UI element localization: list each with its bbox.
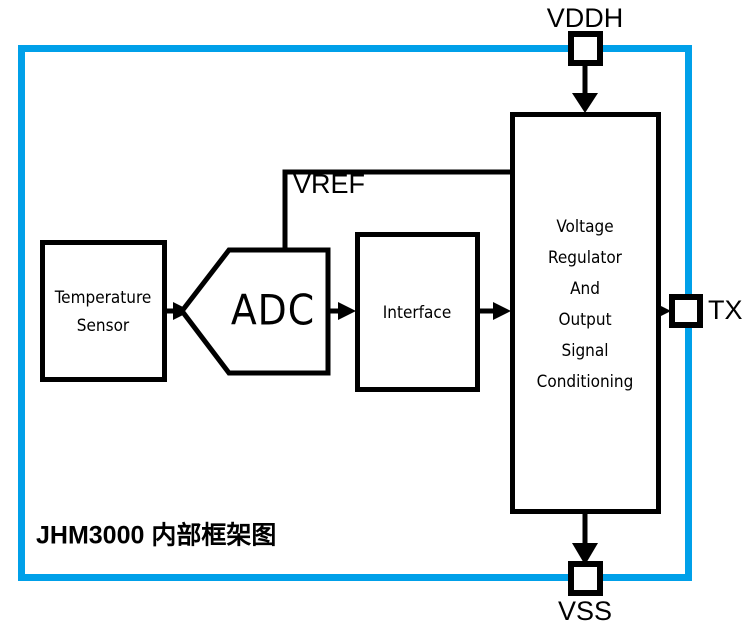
block-temperature-sensor-label-line2: Sensor xyxy=(77,316,130,336)
pad-tx[interactable]: TX xyxy=(669,294,743,328)
wire-vref-net xyxy=(282,169,510,248)
pad-vddh[interactable]: VDDH xyxy=(547,3,624,66)
pad-vddh-square xyxy=(568,31,603,66)
pad-vss-square xyxy=(568,561,603,596)
block-interface-label: Interface xyxy=(383,303,451,323)
pad-vddh-label: VDDH xyxy=(547,3,624,33)
block-voltage-regulator-label-line1: Voltage xyxy=(556,217,613,237)
block-voltage-regulator-label-line4: Output xyxy=(558,310,611,330)
block-adc[interactable]: ADC xyxy=(178,247,331,376)
block-voltage-regulator-label-line3: And xyxy=(570,279,600,299)
block-voltage-regulator-label-line2: Regulator xyxy=(548,248,623,268)
block-temperature-sensor-outline xyxy=(40,240,167,382)
block-interface-outline xyxy=(355,232,480,392)
arrowhead-regulator-to-vss xyxy=(572,543,598,565)
block-temperature-sensor-label-line1: Temperature xyxy=(54,288,152,308)
block-voltage-regulator[interactable]: Voltage Regulator And Output Signal Cond… xyxy=(510,112,661,514)
pad-tx-label: TX xyxy=(708,295,743,325)
arrowhead-interface-to-regulator xyxy=(493,302,511,320)
pad-tx-square xyxy=(669,294,703,328)
block-voltage-regulator-label-line6: Conditioning xyxy=(537,372,634,392)
block-adc-label: ADC xyxy=(231,286,315,335)
pad-vss[interactable]: VSS xyxy=(558,561,612,626)
block-interface[interactable]: Interface xyxy=(355,232,480,392)
pad-vss-label: VSS xyxy=(558,596,612,626)
block-temperature-sensor[interactable]: Temperature Sensor xyxy=(40,240,167,382)
block-voltage-regulator-outline xyxy=(510,112,661,514)
diagram-caption: JHM3000 内部框架图 xyxy=(36,521,276,550)
net-label-vref: VREF xyxy=(293,169,365,199)
block-adc-outline xyxy=(178,247,331,376)
block-voltage-regulator-label-line5: Signal xyxy=(562,341,609,361)
arrowhead-vddh-to-regulator xyxy=(572,93,598,113)
arrowhead-adc-to-interface xyxy=(338,302,356,320)
